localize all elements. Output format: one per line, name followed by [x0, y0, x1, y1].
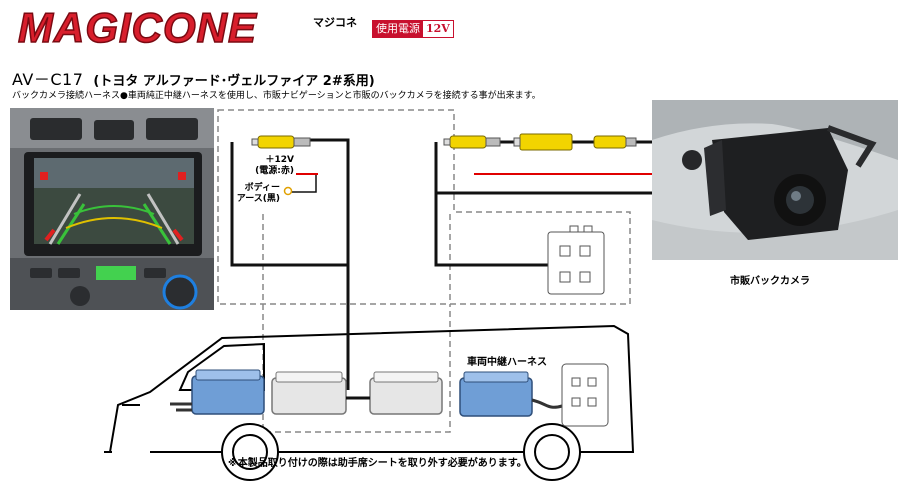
product-description: バックカメラ接続ハーネス●車両純正中継ハーネスを使用し、市販ナビゲーションと市販…	[12, 91, 541, 101]
dashed-drop-lines	[262, 214, 451, 304]
logo-kana: マジコネ	[313, 16, 357, 29]
vehicle-side-connector	[561, 363, 609, 427]
body-label-line2: アース(黒)	[236, 194, 280, 204]
power-label-line2: (電源:赤)	[255, 166, 294, 176]
rca-plug-cam-2	[593, 135, 637, 149]
voltage-badge: 使用電源 12V	[372, 20, 454, 38]
kit-connector-2	[369, 371, 443, 415]
rca-plug-nav	[251, 135, 311, 149]
rca-plug-cam-1	[443, 135, 501, 149]
back-camera-photo	[652, 100, 898, 260]
camera-connector	[547, 225, 605, 295]
nav-harness-block	[170, 369, 265, 415]
rca-adapter	[513, 133, 573, 151]
camera-label: 市販バックカメラ	[730, 276, 810, 287]
front-wheel-inner	[232, 434, 268, 470]
vehicle-fitment: (トヨタ アルファード･ヴェルファイア 2#系用)	[93, 74, 375, 89]
rear-wheel-inner	[534, 434, 570, 470]
voltage-value: 12V	[426, 22, 450, 35]
power-label-line1: ＋12V	[265, 155, 295, 165]
ground-wire-label: ボディー アース(黒)	[224, 183, 280, 205]
camera-side-cable	[434, 142, 568, 267]
product-title: AV－C17 (トヨタ アルファード･ヴェルファイア 2#系用)	[12, 66, 375, 90]
kit-connector-1	[271, 371, 347, 415]
relay-harness-label: 車両中継ハーネス	[467, 357, 547, 368]
ground-terminal	[283, 186, 293, 196]
model-number: AV－C17	[12, 70, 84, 89]
van-front-window	[178, 342, 265, 391]
magicone-logo: MAGICONE	[17, 3, 258, 52]
van-body	[104, 324, 635, 453]
dashed-kit-boundary	[217, 109, 631, 305]
power-wire-label: ＋12V (電源:赤)	[224, 155, 294, 177]
voltage-label: 使用電源	[373, 21, 423, 37]
navigation-screen-photo	[10, 108, 214, 310]
van-outline	[104, 324, 635, 453]
cables	[230, 138, 660, 390]
ground-wire	[290, 174, 317, 193]
logo-text: MAGICONE	[18, 4, 258, 51]
body-label-line1: ボディー	[244, 183, 280, 193]
install-note: ※本製品取り付けの際は助手席シートを取り外す必要があります。	[228, 458, 527, 469]
vehicle-relay-harness	[459, 371, 563, 417]
